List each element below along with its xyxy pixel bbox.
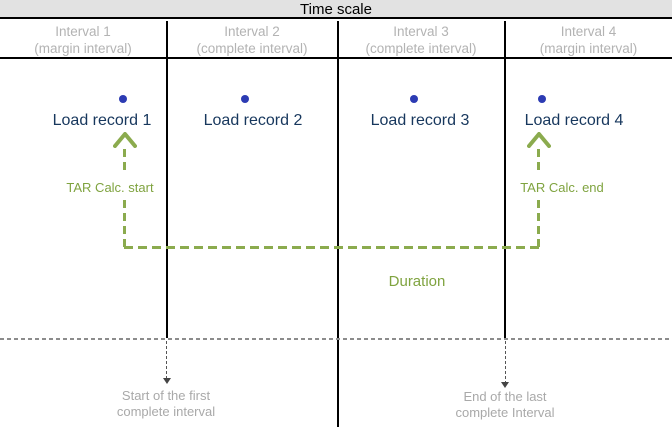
duration-label: Duration [388, 273, 446, 290]
interval-3-name: Interval 3 [393, 24, 449, 39]
interval-4-name: Interval 4 [560, 24, 617, 39]
load-record-label-2: Load record 2 [203, 112, 303, 129]
interval-label-4: Interval 4 (margin interval) [505, 23, 672, 57]
diagram-title: Time scale [300, 1, 372, 18]
load-record-label-4: Load record 4 [524, 112, 624, 129]
tar-end-dash-upper [537, 149, 540, 173]
baseline-dotted-line [0, 338, 672, 340]
interval-2-subtitle: (complete interval) [196, 41, 308, 56]
end-caption: End of the last complete Interval [420, 389, 590, 420]
duration-connector-line [124, 246, 541, 249]
interval-header-divider [0, 57, 672, 59]
interval-label-2: Interval 2 (complete interval) [167, 23, 337, 57]
interval-boundary-line-2 [336, 21, 339, 427]
tar-start-dash-upper [123, 149, 126, 173]
tar-end-label: TAR Calc. end [520, 180, 604, 195]
start-caption: Start of the first complete interval [81, 388, 251, 419]
interval-3-subtitle: (complete interval) [365, 41, 477, 56]
load-record-label-3: Load record 3 [370, 112, 470, 129]
down-arrowhead-icon-start [162, 378, 171, 384]
start-caption-line1: Start of the first [121, 388, 211, 403]
end-caption-line1: End of the last [463, 389, 547, 404]
record-marker-dot-4 [538, 95, 546, 103]
tar-start-dash-lower [123, 200, 126, 248]
record-marker-dot-3 [410, 95, 418, 103]
end-caption-line2: complete Interval [455, 404, 555, 420]
down-arrow-line-end [504, 341, 506, 383]
up-arrowhead-icon-start [113, 132, 137, 153]
time-scale-header: Time scale [0, 0, 672, 19]
tar-end-dash-lower [537, 200, 540, 248]
up-arrowhead-icon-end [527, 132, 551, 153]
interval-boundary-line-1 [166, 21, 168, 338]
record-marker-dot-1 [119, 95, 127, 103]
interval-boundary-line-3 [503, 21, 506, 338]
tar-start-label: TAR Calc. start [66, 180, 154, 195]
record-marker-dot-2 [241, 95, 249, 103]
interval-label-3: Interval 3 (complete interval) [338, 23, 504, 57]
down-arrow-line-start [166, 341, 167, 379]
interval-label-1: Interval 1 (margin interval) [0, 23, 166, 57]
interval-4-subtitle: (margin interval) [539, 41, 638, 56]
interval-2-name: Interval 2 [224, 24, 280, 39]
interval-1-name: Interval 1 [55, 24, 111, 39]
load-record-label-1: Load record 1 [52, 112, 152, 129]
interval-1-subtitle: (margin interval) [34, 41, 132, 56]
down-arrowhead-icon-end [501, 382, 509, 388]
start-caption-line2: complete interval [116, 403, 216, 419]
